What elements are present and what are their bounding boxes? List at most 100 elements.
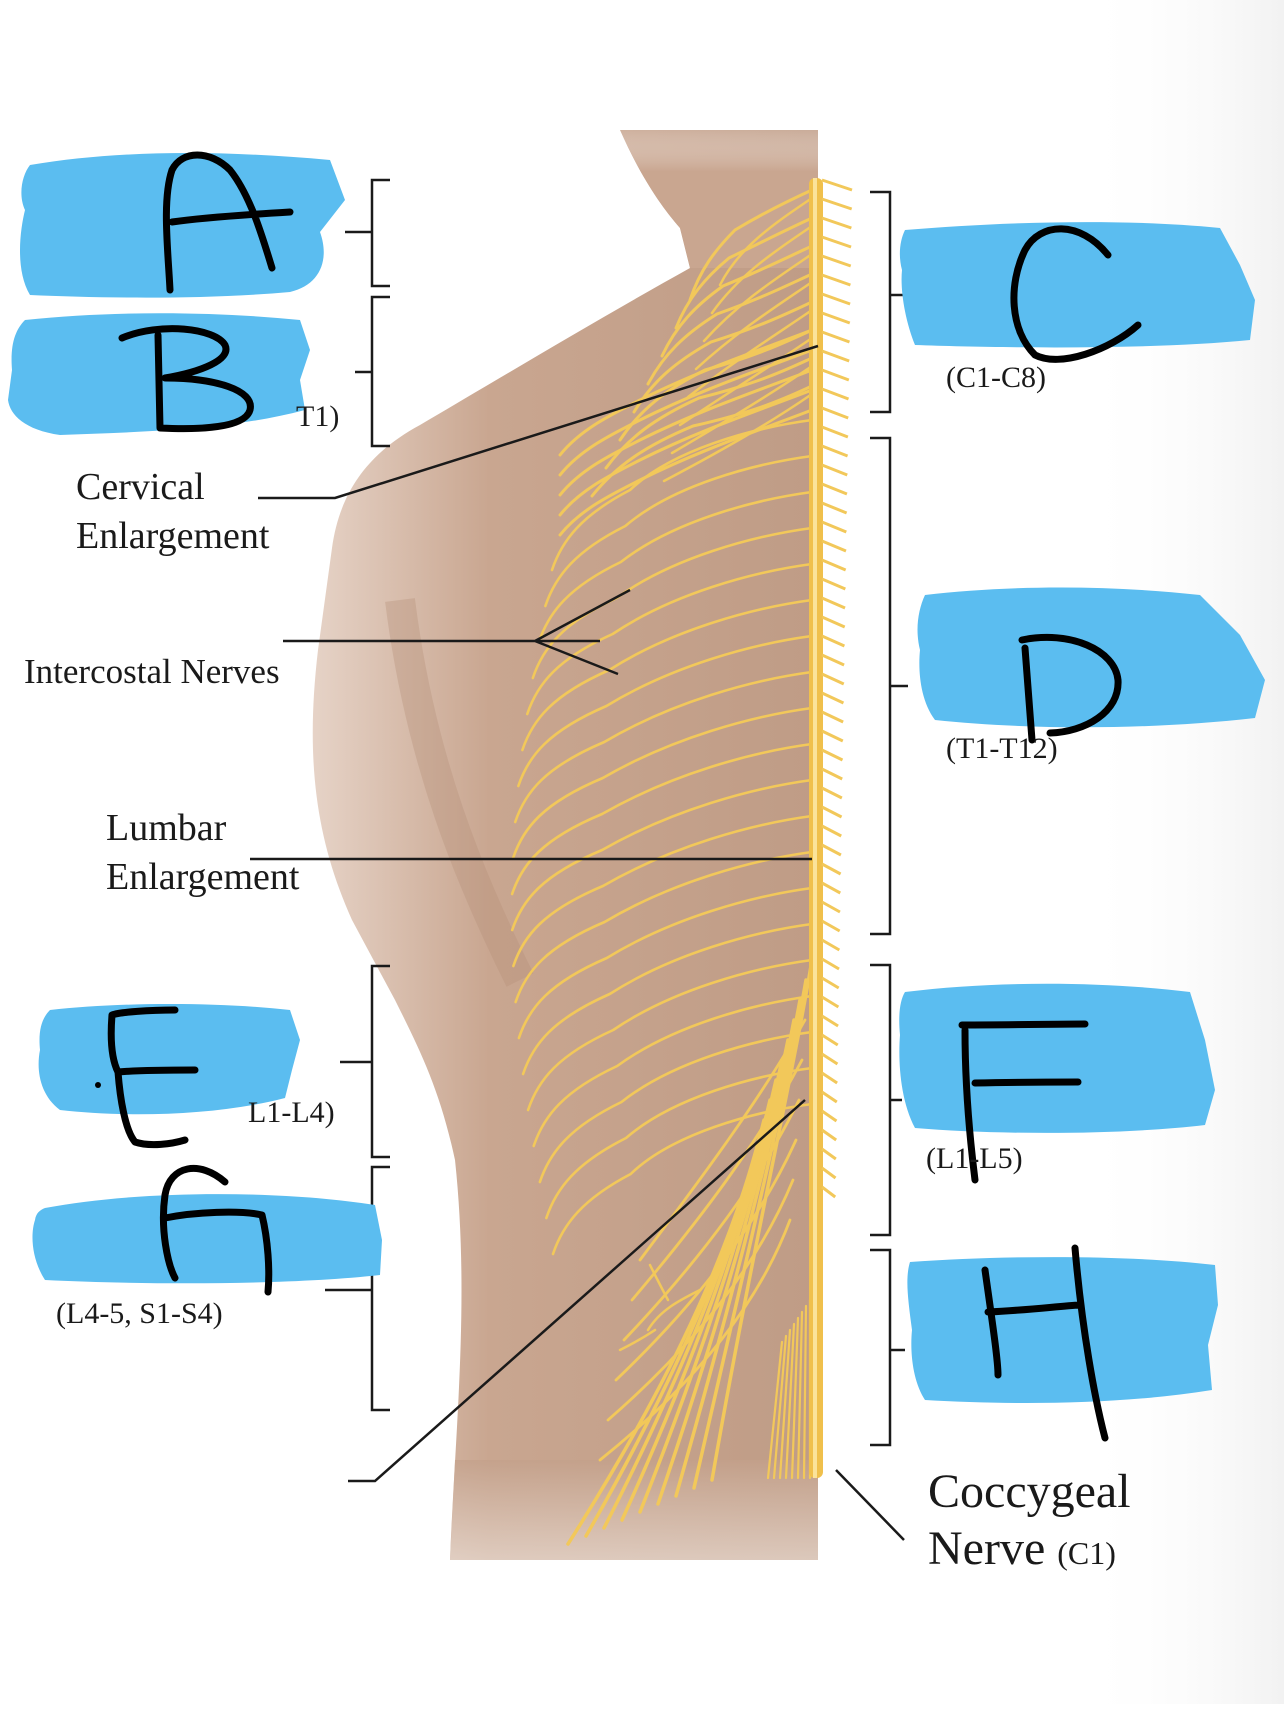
coccygeal-line-2: Nerve (928, 1521, 1046, 1575)
label-coccygeal-nerve: Coccygeal Nerve (C1) (928, 1464, 1131, 1577)
intercostal-branch (550, 418, 814, 572)
intercostal-branch (514, 850, 814, 1004)
intercostal-branch (521, 598, 814, 752)
label-d-range: (T1-T12) (946, 732, 1058, 765)
letter-h (981, 1244, 1109, 1442)
leader-intercostal (283, 588, 631, 676)
rootlet (821, 539, 847, 553)
brachial-branch (558, 328, 814, 457)
intercostal-branch (521, 922, 814, 1076)
rootlet (821, 1014, 839, 1028)
rootlet (821, 786, 843, 800)
lumbar-branch (566, 1118, 766, 1546)
bracket-d (870, 436, 908, 936)
bracket-b (355, 295, 390, 448)
sacral-branch (630, 1058, 804, 1302)
label-f-range: (L1-L5) (926, 1142, 1023, 1175)
letter-b (118, 325, 254, 433)
cauda-fiber (778, 1328, 792, 1480)
sacral-branch (638, 1018, 807, 1262)
rootlet (821, 254, 852, 268)
lower-fade (450, 1460, 818, 1560)
intercostal-branch (538, 1030, 814, 1184)
intercostal-branch (532, 994, 814, 1148)
cervical-branch (686, 308, 814, 399)
sacral-branch (614, 1138, 798, 1382)
rootlet (821, 444, 849, 458)
label-b-suffix: T1) (296, 400, 340, 433)
rootlet (821, 805, 843, 819)
intercostal-branch (525, 562, 814, 716)
rootlet (821, 691, 845, 705)
rootlet (821, 596, 846, 610)
rootlet (821, 729, 844, 743)
sacral-twig (618, 1263, 702, 1352)
brachial-branch (558, 388, 814, 517)
rootlet (821, 178, 853, 192)
label-lumbar-enlargement: Lumbar Enlargement (106, 804, 299, 903)
rootlet (821, 862, 842, 876)
cauda-fiber (796, 1310, 804, 1480)
cervical-line-1: Cervical (76, 466, 205, 508)
intercostal-branch (551, 1102, 814, 1256)
cauda-fiber (784, 1322, 796, 1480)
lumbar-branch (638, 1038, 790, 1514)
lumbar-branch (656, 1018, 796, 1506)
cervical-branch (718, 196, 814, 287)
highlight-e (38, 1004, 300, 1115)
rootlet (821, 1166, 837, 1180)
rootlet (821, 615, 846, 629)
bracket-e (340, 964, 390, 1159)
cervical-branch (660, 244, 814, 358)
highlight-d (917, 587, 1265, 728)
rootlet (821, 1128, 838, 1142)
sacral-branch (606, 1178, 795, 1422)
bracket-f (870, 963, 902, 1237)
lumbar-branch (674, 998, 802, 1498)
cervical-branch (674, 216, 814, 330)
brachial-branch (558, 408, 814, 537)
brachial-branch (558, 368, 814, 497)
rootlet (821, 1109, 838, 1123)
leader-cervical (258, 344, 819, 500)
rootlet (821, 634, 846, 648)
cervical-branch (632, 300, 814, 414)
torso (312, 130, 818, 1560)
rootlet (821, 501, 848, 515)
coccygeal-line-1: Coccygeal (928, 1465, 1131, 1518)
rootlet (821, 577, 846, 591)
intercostal-branch (545, 1066, 814, 1220)
letter-e (95, 1006, 199, 1149)
leader-coccygeal (835, 1469, 905, 1541)
highlight-h (907, 1257, 1218, 1403)
nerve-branches (510, 188, 814, 1546)
rootlet (821, 824, 842, 838)
rootlet (821, 463, 848, 477)
bracket-c (870, 190, 908, 414)
cauda-fiber (802, 1304, 808, 1480)
cauda-fiber (766, 1340, 784, 1480)
label-e-range: L1-L4) (248, 1096, 335, 1129)
letter-g (159, 1164, 273, 1296)
highlight-f (899, 983, 1215, 1133)
bracket-h (870, 1248, 905, 1447)
lumbar-branch (710, 958, 814, 1482)
rootlet (821, 1052, 839, 1066)
rootlet (821, 330, 850, 344)
rootlet (821, 425, 849, 439)
rootlet (821, 482, 848, 496)
highlight-c (899, 222, 1255, 348)
label-intercostal-nerves: Intercostal Nerves (24, 652, 280, 691)
rootlet (821, 349, 850, 363)
rootlet (821, 995, 840, 1009)
intercostal-branch (517, 634, 814, 788)
cervical-branch (646, 272, 814, 386)
intercostal-branch (512, 814, 814, 968)
letter-a (162, 151, 294, 294)
lumbar-line-2: Enlargement (106, 856, 300, 899)
rootlet (821, 1090, 838, 1104)
rootlet (821, 197, 853, 211)
rootlet (821, 216, 852, 230)
